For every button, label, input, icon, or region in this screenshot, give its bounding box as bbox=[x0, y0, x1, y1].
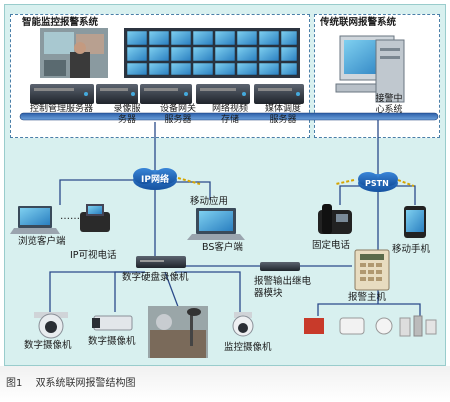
figure-number: 图1 bbox=[6, 378, 23, 389]
wireless-pstn-mobile bbox=[397, 179, 415, 187]
alarm-center-workstation bbox=[335, 35, 405, 103]
dvr-label: 数字硬盘录像机 bbox=[122, 272, 189, 283]
link-dvr-cam4 bbox=[175, 271, 241, 312]
recording-server-label: 录像服务器 bbox=[113, 104, 141, 125]
dvr-device bbox=[136, 256, 186, 268]
alarm-relay-label: 报警输出继电器模块 bbox=[254, 276, 312, 299]
mobile-phone-label: 移动手机 bbox=[392, 244, 431, 255]
link-dvr-cam1 bbox=[49, 271, 140, 312]
server-recording bbox=[96, 84, 138, 104]
server-media bbox=[254, 84, 304, 104]
ip-videophone-label: IP可视电话 bbox=[70, 250, 117, 261]
alarm-relay-device bbox=[260, 262, 300, 271]
link-dvr-cam3 bbox=[164, 271, 181, 313]
digital-camera-1-label: 数字摄像机 bbox=[24, 340, 72, 351]
camera-street-photo bbox=[148, 306, 208, 358]
caption-band bbox=[0, 366, 450, 402]
server-storage bbox=[196, 84, 250, 104]
camera-ptz-4 bbox=[232, 312, 254, 337]
wireless-pstn-phone bbox=[335, 179, 355, 185]
bs-client-device bbox=[187, 208, 245, 240]
fixed-phone-label: 固定电话 bbox=[312, 240, 351, 251]
pstn-label: PSTN bbox=[365, 179, 389, 188]
link-ip-bs bbox=[170, 181, 211, 200]
ip-network-label: IP网络 bbox=[141, 175, 169, 185]
mobile-app-label: 移动应用 bbox=[190, 196, 229, 207]
alarm-sensors bbox=[304, 315, 437, 337]
alarm-host-device bbox=[354, 249, 390, 291]
link-pstn-mobile bbox=[392, 185, 416, 205]
link-host-sensors bbox=[317, 290, 421, 316]
fixed-phone-device bbox=[318, 204, 352, 234]
camera-dome-1 bbox=[34, 312, 68, 339]
traditional-system-title: 传统联网报警系统 bbox=[320, 17, 397, 28]
browse-client-device bbox=[10, 206, 60, 234]
operator-photo bbox=[40, 28, 108, 78]
monitor-system-title: 智能监控报警系统 bbox=[22, 17, 99, 28]
bs-client-label: BS客户端 bbox=[202, 242, 243, 253]
digital-camera-2-label: 数字摄像机 bbox=[88, 336, 136, 347]
network-bus bbox=[19, 112, 439, 121]
monitor-wall bbox=[124, 28, 300, 78]
figure-title: 双系统联网报警结构图 bbox=[35, 378, 136, 389]
link-pstn-fixed bbox=[339, 185, 366, 205]
mobile-phone-device bbox=[404, 206, 426, 238]
link-dvr-cam2 bbox=[114, 271, 145, 312]
ellipsis-label: …… bbox=[60, 211, 80, 222]
figure-caption: 图1 双系统联网报警结构图 bbox=[6, 374, 136, 389]
rack-servers bbox=[30, 84, 304, 104]
control-server-label: 控制管理服务器 bbox=[30, 104, 94, 114]
device-gateway-label: 设备网关服务器 bbox=[159, 104, 196, 125]
alarm-center-label: 接警中心系统 bbox=[375, 94, 403, 115]
ip-network-cloud bbox=[133, 168, 177, 190]
connection-lines bbox=[49, 118, 421, 316]
alarm-host-label: 报警主机 bbox=[348, 292, 387, 303]
link-ip-browse bbox=[59, 179, 135, 205]
pstn-cloud bbox=[358, 172, 398, 192]
monitor-camera-label: 监控摄像机 bbox=[224, 342, 272, 353]
camera-box-2 bbox=[92, 315, 133, 331]
browse-client-label: 浏览客户端 bbox=[18, 236, 66, 247]
media-server-label: 媒体调度服务器 bbox=[264, 104, 301, 125]
server-gateway bbox=[140, 84, 192, 104]
server-control bbox=[30, 84, 94, 104]
wireless-ip-mobile bbox=[177, 177, 201, 185]
wireless-links bbox=[177, 177, 415, 187]
ip-videophone-device bbox=[80, 204, 110, 232]
network-storage-label: 网络视频存储 bbox=[211, 104, 248, 125]
